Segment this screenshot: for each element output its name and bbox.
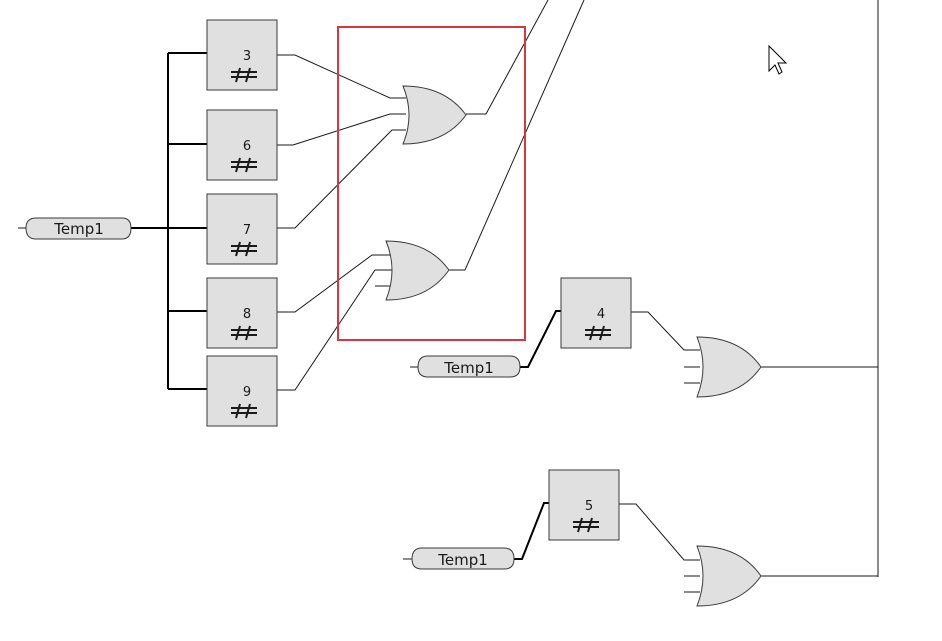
- wires-lower: [403, 0, 879, 593]
- or-gate-3[interactable]: [696, 336, 762, 398]
- selection-box[interactable]: [337, 26, 526, 341]
- block-7-label: 7: [243, 223, 251, 238]
- temp1-tag-3[interactable]: Temp1: [411, 547, 515, 570]
- wires-left: [277, 0, 585, 391]
- hash-icon: [585, 325, 611, 341]
- block-9-label: 9: [243, 385, 251, 400]
- hash-icon: [231, 67, 257, 83]
- block-5[interactable]: 5: [548, 469, 620, 541]
- mouse-cursor-icon: [768, 44, 788, 75]
- temp1-bus: [131, 52, 207, 390]
- hash-icon: [231, 403, 257, 419]
- block-8-label: 8: [243, 307, 251, 322]
- hash-icon: [231, 325, 257, 341]
- temp1-tag-3-label: Temp1: [437, 551, 488, 569]
- block-7[interactable]: 7: [206, 193, 278, 265]
- or-gate-2[interactable]: [385, 240, 450, 301]
- block-3[interactable]: 3: [206, 19, 278, 91]
- temp1-tag-2-label: Temp1: [443, 359, 494, 377]
- temp1-tag-2[interactable]: Temp1: [417, 355, 521, 378]
- temp1-tag-1[interactable]: Temp1: [18, 217, 132, 240]
- hash-icon: [231, 241, 257, 257]
- hash-icon: [231, 157, 257, 173]
- hash-icon: [573, 517, 599, 533]
- block-6-label: 6: [243, 139, 251, 154]
- block-6[interactable]: 6: [206, 109, 278, 181]
- block-3-label: 3: [243, 49, 251, 64]
- block-9[interactable]: 9: [206, 355, 278, 427]
- block-5-label: 5: [585, 499, 593, 514]
- block-8[interactable]: 8: [206, 277, 278, 349]
- block-4-label: 4: [597, 307, 605, 322]
- or-gate-1[interactable]: [402, 85, 467, 145]
- temp1-tag-1-label: Temp1: [53, 220, 104, 238]
- or-gate-4[interactable]: [696, 545, 762, 607]
- block-4[interactable]: 4: [560, 277, 632, 349]
